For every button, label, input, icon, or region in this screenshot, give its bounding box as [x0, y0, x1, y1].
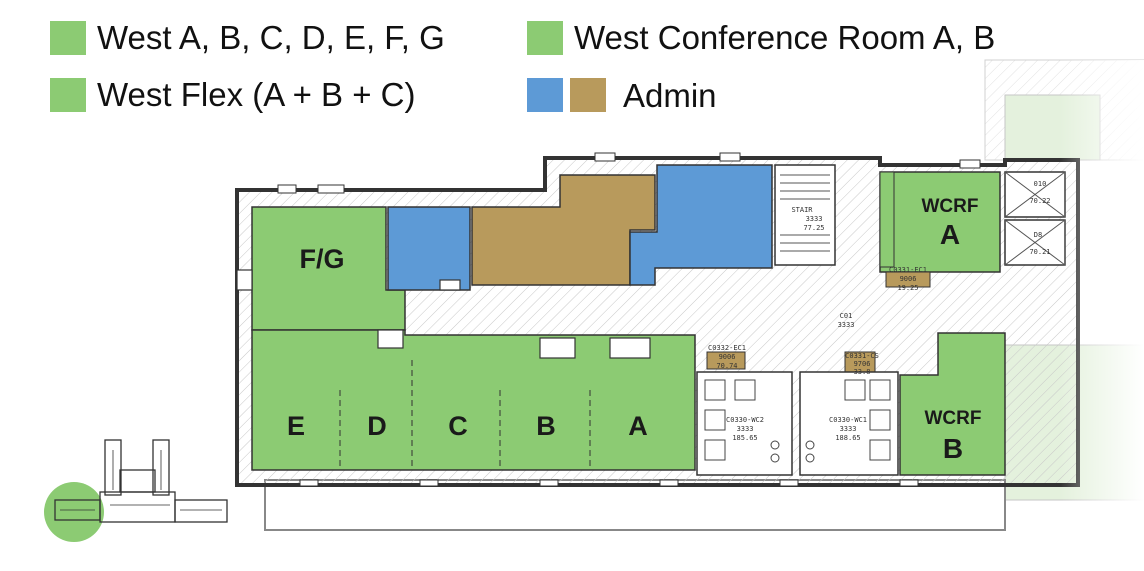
- code-wc1-area: 188.65: [835, 434, 860, 442]
- code-ec1-area: 70.74: [716, 362, 737, 370]
- closet-tan: [885, 271, 931, 288]
- stair: [774, 164, 836, 266]
- code-elev1-area: 70.22: [1029, 197, 1050, 205]
- room-label-wcrf-a-line1: WCRF: [922, 196, 979, 217]
- code-elev2: D8: [1034, 231, 1042, 239]
- room-label-a: A: [628, 411, 648, 441]
- legend-label-west-conference: West Conference Room A, B: [574, 19, 996, 56]
- room-label-b: B: [536, 411, 556, 441]
- room-west-fill: [251, 329, 696, 471]
- code-cs-area: 33.8: [854, 368, 871, 376]
- code-elev2-area: 70.21: [1029, 248, 1050, 256]
- code-ec1: C0332-EC1: [708, 344, 746, 352]
- balcony-outline: [264, 479, 1006, 531]
- admin-room-tan: [471, 174, 656, 286]
- code-wc2-area: 185.65: [732, 434, 757, 442]
- code-elev1: 010: [1034, 180, 1047, 188]
- room-label-e: E: [287, 411, 305, 441]
- legend-label-west-rooms: West A, B, C, D, E, F, G: [97, 19, 445, 56]
- restroom-2: [799, 371, 899, 476]
- key-map-highlight: [44, 482, 104, 542]
- key-map: [44, 439, 228, 542]
- map-legend: West A, B, C, D, E, F, G West Conference…: [0, 0, 1144, 130]
- code-wc1-num: 3333: [840, 425, 857, 433]
- code-corr: C01: [840, 312, 853, 320]
- code-wc2-num: 3333: [737, 425, 754, 433]
- room-label-fg: F/G: [300, 244, 345, 274]
- admin-room-blue-2: [629, 164, 773, 286]
- code-corr-num: 3333: [838, 321, 855, 329]
- room-label-wcrf-b-line2: B: [943, 433, 963, 464]
- room-label-wcrf-b-line1: WCRF: [925, 408, 982, 429]
- code-closet: C0331-EC1: [889, 266, 927, 274]
- legend-swatch-green: [527, 21, 563, 55]
- code-stair-num: 3333: [806, 215, 823, 223]
- code-stair: STAIR: [791, 206, 813, 214]
- code-wc1: C0330-WC1: [829, 416, 867, 424]
- code-wc2: C0330-WC2: [726, 416, 764, 424]
- code-cs: C0331-CS: [845, 352, 879, 360]
- legend-label-west-flex: West Flex (A + B + C): [97, 76, 416, 113]
- code-closet-area: 19.25: [897, 284, 918, 292]
- shaft: [879, 171, 895, 268]
- closet-tan-2: [706, 351, 746, 370]
- code-stair-area: 77.25: [803, 224, 824, 232]
- code-cs-num: 9706: [854, 360, 871, 368]
- room-label-c: C: [448, 411, 468, 441]
- room-label-d: D: [367, 411, 387, 441]
- admin-room-blue-1: [387, 206, 471, 291]
- room-wcrf-a-fill: [879, 171, 1001, 273]
- room-wcrf-b-fill: [899, 332, 1006, 476]
- code-closet-num: 9006: [900, 275, 917, 283]
- legend-swatch-green: [50, 21, 86, 55]
- code-ec1-num: 9006: [719, 353, 736, 361]
- partition-lines: [339, 360, 591, 470]
- legend-swatch-blue: [527, 78, 563, 112]
- restroom-1: [696, 371, 793, 476]
- room-label-wcrf-a-line2: A: [940, 219, 960, 250]
- legend-swatch-tan: [570, 78, 606, 112]
- legend-label-admin: Admin: [623, 77, 717, 114]
- right-fade: [1060, 60, 1144, 540]
- legend-swatch-green: [50, 78, 86, 112]
